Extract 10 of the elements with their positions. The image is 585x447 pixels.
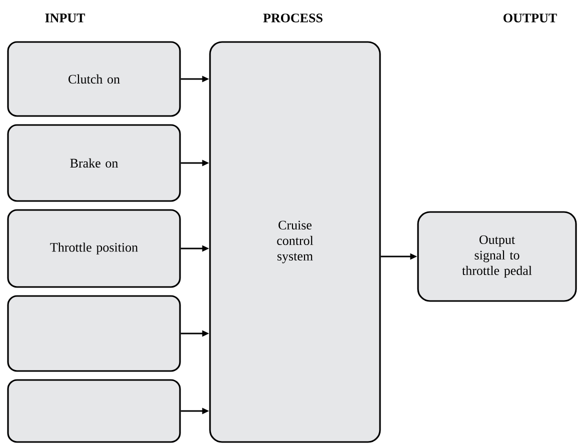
input-box: Clutch on bbox=[7, 41, 181, 117]
input-box: Throttle position bbox=[7, 209, 181, 288]
column-heading: OUTPUT bbox=[504, 14, 557, 22]
column-heading: INPUT bbox=[45, 14, 86, 22]
process-box: Cruise control system bbox=[209, 41, 381, 443]
input-box: Brake on bbox=[7, 124, 181, 202]
empty-box bbox=[7, 295, 181, 372]
output-box: Output signal to throttle pedal bbox=[417, 211, 577, 302]
column-heading: PROCESS bbox=[263, 14, 322, 22]
empty-box bbox=[7, 379, 181, 443]
